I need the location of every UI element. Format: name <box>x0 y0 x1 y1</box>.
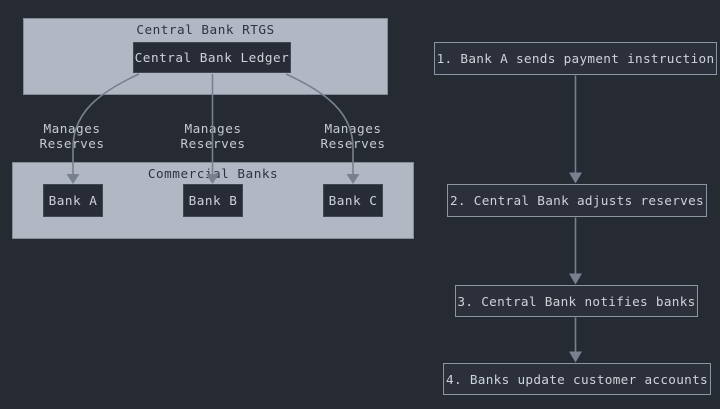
step-3-box: 3. Central Bank notifies banks <box>455 285 698 317</box>
bank-a-node: Bank A <box>43 184 103 217</box>
central-bank-ledger-node: Central Bank Ledger <box>133 42 291 73</box>
arrowhead-step2-icon <box>569 172 582 184</box>
rtgs-container: Central Bank RTGS Central Bank Ledger <box>23 18 388 95</box>
step-1-box: 1. Bank A sends payment instruction <box>434 42 717 75</box>
step-4-box: 4. Banks update customer accounts <box>443 363 711 395</box>
commercial-banks-container: Commercial Banks Bank A Bank B Bank C <box>12 162 414 239</box>
bank-c-node: Bank C <box>323 184 383 217</box>
edge-label-manages-reserves-b: Manages Reserves <box>180 121 246 151</box>
edge-label-manages-reserves-a: Manages Reserves <box>39 121 105 151</box>
arrowhead-step3-icon <box>569 273 582 285</box>
edge-label-manages-reserves-c: Manages Reserves <box>320 121 386 151</box>
step-2-box: 2. Central Bank adjusts reserves <box>447 184 707 217</box>
bank-b-node: Bank B <box>183 184 243 217</box>
rtgs-title: Central Bank RTGS <box>136 22 275 37</box>
arrowhead-step4-icon <box>569 351 582 363</box>
commercial-banks-title: Commercial Banks <box>147 166 279 181</box>
